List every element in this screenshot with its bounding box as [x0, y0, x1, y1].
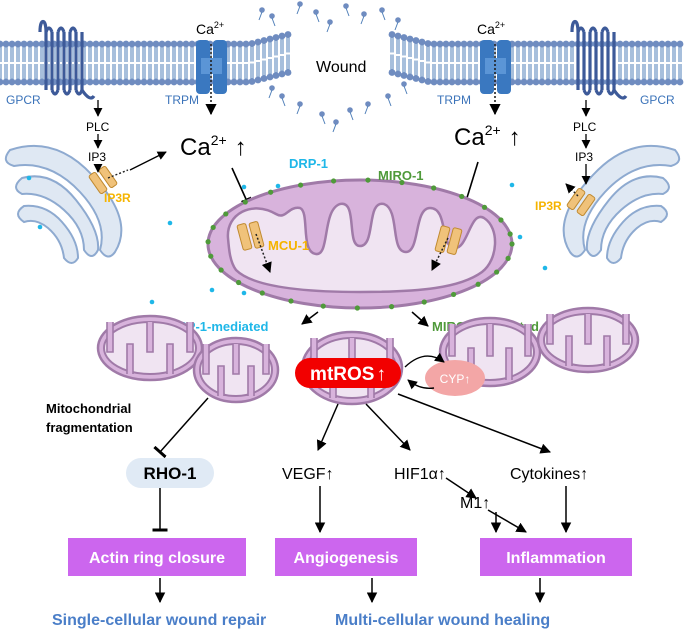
- cytokines-label: Cytokines↑: [510, 466, 588, 483]
- fragmented-mitochondria: [96, 306, 640, 406]
- ip3r-right-channel: [565, 183, 596, 217]
- ip3r-right-label: IP3R: [535, 199, 562, 213]
- svg-text:mtROS↑: mtROS↑: [310, 364, 386, 385]
- gpcr-left-receptor: [38, 19, 96, 100]
- trpm-right-label: TRPM: [437, 93, 471, 107]
- central-mitochondrion: [205, 177, 515, 311]
- ca-left-label: Ca2+: [196, 20, 224, 37]
- ip3-left-label: IP3: [88, 150, 106, 164]
- single-cellular-repair-label: Single-cellular wound repair: [52, 612, 266, 629]
- wound-label: Wound: [316, 59, 366, 76]
- multi-cellular-healing-label: Multi-cellular wound healing: [335, 612, 550, 629]
- ca-increase-left: Ca2+↑: [180, 132, 247, 161]
- svg-text:CYP↑: CYP↑: [440, 372, 471, 386]
- inflammation-box: Inflammation: [480, 538, 632, 576]
- vegf-label: VEGF↑: [282, 466, 334, 483]
- ca-right-label: Ca2+: [477, 20, 505, 37]
- m1-label: M1↑: [460, 495, 490, 512]
- svg-text:Inflammation: Inflammation: [506, 550, 606, 567]
- actin-ring-closure-box: Actin ring closure: [68, 538, 246, 576]
- mcu1-channel-left: [236, 221, 272, 273]
- rho1-node: RHO-1: [126, 458, 214, 488]
- trpm-left-channel: [196, 40, 227, 116]
- endoplasmic-reticulum-left: [4, 144, 123, 264]
- svg-text:Angiogenesis: Angiogenesis: [294, 550, 399, 567]
- svg-text:Actin ring closure: Actin ring closure: [89, 550, 225, 567]
- miro1-label: MIRO-1: [378, 168, 424, 183]
- ip3r-left-label: IP3R: [104, 191, 131, 205]
- mcu1-channel-right: [431, 225, 463, 271]
- ip3-right-label: IP3: [575, 150, 593, 164]
- downstream-arrows: [152, 393, 572, 604]
- angiogenesis-box: Angiogenesis: [275, 538, 417, 576]
- gpcr-right-receptor: [570, 19, 628, 100]
- mito-fragmentation-line1: Mitochondrial: [46, 401, 131, 416]
- mtros-badge: mtROS↑: [295, 358, 401, 388]
- plc-left-label: PLC: [86, 120, 110, 134]
- drp1-label: DRP-1: [289, 156, 328, 171]
- wound-debris: [258, 1, 408, 133]
- ca-increase-right: Ca2+↑: [454, 122, 521, 151]
- gpcr-left-signaling-arrows: [93, 100, 167, 173]
- mtros-cyp-cycle: [404, 352, 445, 390]
- mcu1-label: MCU-1: [268, 238, 309, 253]
- trpm-left-label: TRPM: [165, 93, 199, 107]
- gpcr-right-label: GPCR: [640, 93, 675, 107]
- split-arrows: [301, 311, 429, 327]
- hif1a-label: HIF1α↑: [394, 466, 446, 483]
- gpcr-left-label: GPCR: [6, 93, 41, 107]
- svg-text:RHO-1: RHO-1: [144, 464, 197, 483]
- mito-fragmentation-line2: fragmentation: [46, 420, 133, 435]
- plc-right-label: PLC: [573, 120, 597, 134]
- cyp-badge: CYP↑: [425, 360, 485, 396]
- trpm-right-channel: [480, 40, 511, 116]
